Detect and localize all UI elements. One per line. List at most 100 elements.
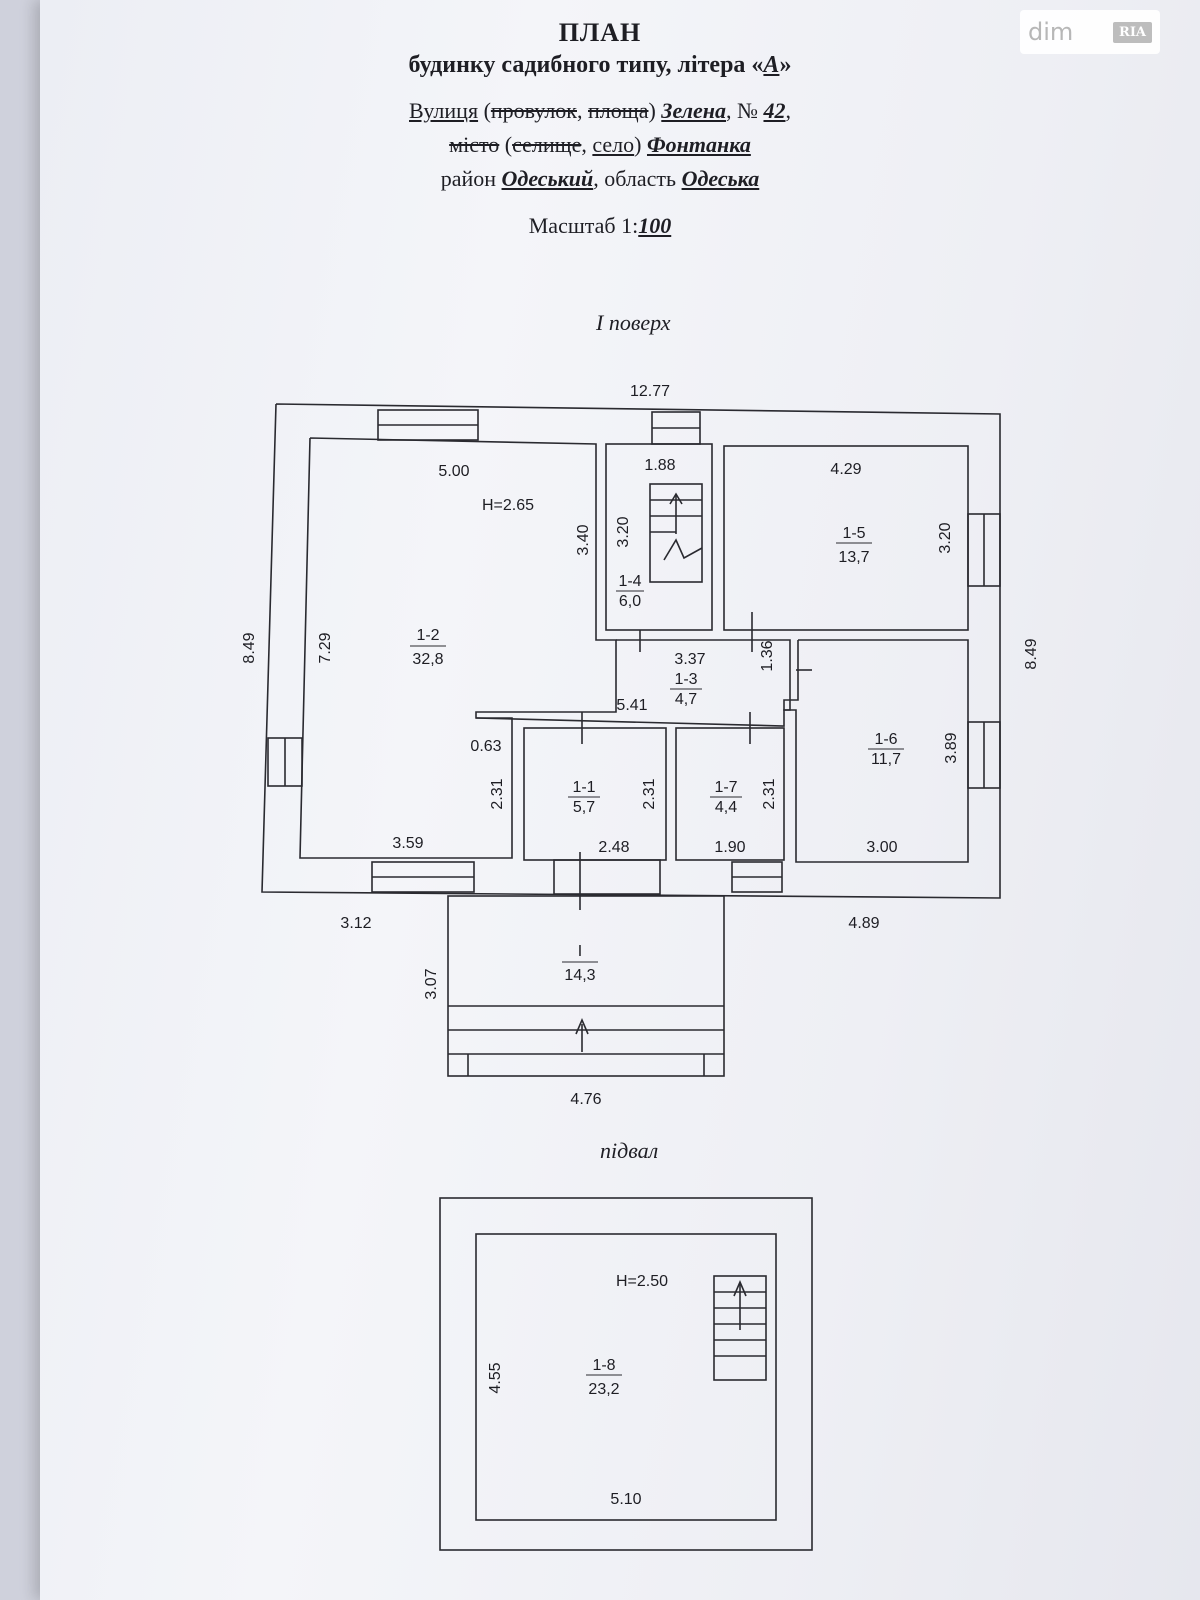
plan-header: ПЛАН будинку садибного типу, літера «А» … — [0, 18, 1200, 239]
dim-bottom-right: 4.89 — [848, 915, 879, 932]
basement-height: H=2.50 — [616, 1273, 668, 1290]
subtitle-prefix: будинку садибного типу, літера « — [408, 52, 764, 78]
address-street-line: Вулиця (провулок, площа) Зелена, № 42, — [0, 97, 1200, 125]
room-1-4-id: 1-4 — [618, 573, 641, 590]
room-1-4-area: 6,0 — [619, 593, 641, 610]
room-1-5-area: 13,7 — [838, 549, 869, 566]
locality-alt-close: ) — [634, 132, 642, 157]
dim-right-depth: 8.49 — [1023, 638, 1040, 669]
dim-r12-bottom: 3.59 — [392, 835, 423, 852]
dim-r14-side: 3.20 — [615, 516, 632, 547]
basement-outer-wall — [439, 1197, 813, 1551]
street-alt-sep: , — [577, 98, 583, 123]
number-label: , № — [725, 98, 758, 123]
stair-outline — [649, 483, 703, 583]
room-1-8-area: 23,2 — [588, 1381, 619, 1398]
dim-r16-bottom: 3.00 — [866, 839, 897, 856]
number-comma: , — [785, 98, 791, 123]
porch-area: 14,3 — [564, 967, 595, 984]
room-1-7-area: 4,4 — [715, 799, 737, 816]
dim-overall-width: 12.77 — [630, 383, 670, 400]
room-1-2-outline — [299, 437, 617, 859]
plan-subtitle: будинку садибного типу, літера «А» — [0, 52, 1200, 79]
room-1-1-id: 1-1 — [572, 779, 595, 796]
watermark-brand: dim — [1028, 18, 1074, 46]
address-district-line: район Одеський, область Одеська — [0, 165, 1200, 193]
scale-label: Масштаб 1: — [528, 213, 639, 238]
subtitle-suffix: » — [779, 52, 792, 78]
stair-arrow-head — [669, 492, 683, 505]
basement-inner-wall — [475, 1233, 777, 1521]
room-1-6-outline — [783, 639, 969, 863]
basement-label: підвал — [600, 1138, 659, 1163]
street-label: Вулиця — [409, 98, 479, 123]
district-name: Одеський — [501, 166, 594, 191]
basement-stair — [713, 1275, 767, 1381]
locality-alt-settlement: селище — [512, 132, 582, 157]
stair-turn — [663, 538, 703, 561]
litera-value: А — [763, 52, 780, 78]
dim-r12-left: 7.29 — [317, 632, 334, 663]
dim-r15-side: 3.20 — [937, 522, 954, 553]
room-1-6-area: 11,7 — [871, 751, 901, 768]
dim-left-depth: 8.49 — [241, 632, 258, 663]
room-1-2-area: 32,8 — [412, 651, 443, 668]
dim-r12-step: 0.63 — [470, 738, 501, 755]
room-1-6-id: 1-6 — [874, 731, 897, 748]
street-alt-square: площа — [588, 98, 649, 123]
first-floor-label: І поверх — [596, 310, 671, 335]
street-alt-close: ) — [648, 98, 656, 123]
street-alt-open: ( — [483, 98, 491, 123]
room-1-1-area: 5,7 — [573, 799, 595, 816]
dim-basement-side: 4.55 — [487, 1362, 504, 1393]
scale-line: Масштаб 1:100 — [0, 213, 1200, 239]
room-1-7-outline — [675, 727, 785, 861]
region-label: , область — [593, 166, 677, 191]
room-1-3-id: 1-3 — [674, 671, 697, 688]
dim-r12-top: 5.00 — [438, 463, 469, 480]
outer-wall — [261, 403, 1001, 899]
room-1-3-area: 4,7 — [675, 691, 697, 708]
locality-city-struck: місто — [449, 132, 500, 157]
scale-value: 100 — [638, 213, 672, 238]
dim-r13-top: 3.37 — [674, 651, 705, 668]
dimria-watermark-logo: dim RIA — [1020, 10, 1160, 54]
room-1-2-id: 1-2 — [416, 627, 439, 644]
address-locality-line: місто (селище, село) Фонтанка — [0, 131, 1200, 159]
dim-r15-top: 4.29 — [830, 461, 861, 478]
locality-alt-open: ( — [504, 132, 513, 157]
dim-r14-top: 1.88 — [644, 457, 675, 474]
house-number: 42 — [763, 98, 786, 123]
porch-id: I — [578, 943, 582, 960]
dim-r11-bottom: 2.48 — [598, 839, 629, 856]
stair-arrow-head — [733, 1279, 747, 1297]
dim-r17-bottom: 1.90 — [714, 839, 745, 856]
dim-r13-side: 1.36 — [759, 640, 776, 671]
entry-vestibule — [553, 859, 661, 895]
document-page: dim RIA — [40, 0, 1200, 1600]
dim-porch-depth: 3.07 — [423, 968, 440, 999]
dim-bottom-left: 3.12 — [340, 915, 371, 932]
porch-arrow-head — [575, 1017, 589, 1035]
room-1-7-id: 1-7 — [714, 779, 737, 796]
dim-r13-bottom: 5.41 — [616, 697, 647, 714]
first-floor-height: H=2.65 — [482, 497, 534, 514]
room-1-8-id: 1-8 — [592, 1357, 615, 1374]
watermark-badge: RIA — [1113, 21, 1152, 43]
dim-r12-lower-right: 2.31 — [489, 778, 506, 809]
plan-title: ПЛАН — [558, 18, 642, 47]
dim-porch-width: 4.76 — [570, 1091, 601, 1108]
street-alt-lane: провулок — [490, 98, 577, 123]
dim-r17-side: 2.31 — [761, 778, 778, 809]
locality-alt-sep: , — [581, 132, 587, 157]
dim-r11-side: 2.31 — [641, 778, 658, 809]
dim-r16-side: 3.89 — [943, 732, 960, 763]
street-name: Зелена — [661, 98, 726, 123]
district-label: район — [440, 166, 497, 191]
dim-basement-bottom: 5.10 — [610, 1491, 641, 1508]
locality-alt-village: село — [592, 132, 635, 157]
porch-outline — [447, 895, 725, 1077]
dim-r12-right: 3.40 — [575, 524, 592, 555]
locality-name: Фонтанка — [646, 132, 751, 157]
